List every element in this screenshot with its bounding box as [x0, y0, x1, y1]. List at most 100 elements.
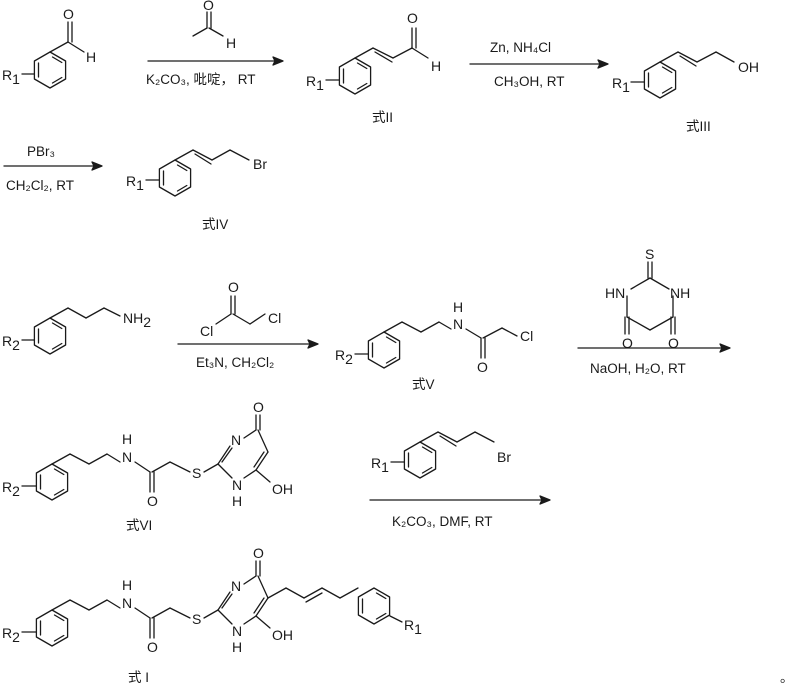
atom-label: 1 — [414, 621, 422, 637]
atom-label: NH — [123, 310, 143, 326]
label-formula-II: 式II — [372, 110, 393, 125]
cinnamyl-bromide-reagent: Br R1 — [371, 431, 511, 479]
svg-text:R1: R1 — [404, 617, 422, 637]
atom-label: N — [122, 595, 132, 611]
atom-label: N — [122, 449, 132, 465]
chloroacetyl-chloride-structure: O Cl Cl — [200, 279, 281, 339]
svg-text:R2: R2 — [2, 479, 20, 499]
atom-label: H — [86, 49, 96, 65]
phenethylamine-structure: NH2 R2 — [2, 307, 151, 355]
cinnamyl-alcohol-structure: OH R1 — [612, 51, 759, 99]
svg-text:R2: R2 — [2, 333, 20, 353]
atom-label: H — [232, 639, 242, 655]
atom-label: OH — [272, 481, 293, 497]
reagent-step-6-below: K₂CO₃, DMF, RT — [392, 514, 493, 529]
label-formula-III: 式III — [686, 119, 711, 134]
atom-label: R — [306, 73, 316, 89]
svg-text:R1: R1 — [371, 455, 389, 475]
arrow-step-3 — [3, 161, 103, 171]
final-product-structure: N H O S N O OH N H R1 R2 — [2, 545, 422, 655]
atom-label: 2 — [345, 351, 353, 367]
atom-label: R — [2, 67, 12, 83]
arrow-step-6 — [369, 495, 551, 505]
atom-label: 2 — [12, 337, 20, 353]
atom-label: R — [404, 617, 414, 633]
atom-label: S — [192, 611, 201, 627]
acetaldehyde-structure: O H — [192, 0, 236, 51]
reagent-step-4-below: Et₃N, CH₂Cl₂ — [196, 355, 274, 370]
atom-label: Br — [253, 156, 267, 172]
atom-label: Br — [497, 449, 511, 465]
atom-label: Cl — [200, 323, 213, 339]
atom-label: 1 — [381, 459, 389, 475]
atom-label: OH — [738, 59, 759, 75]
benzaldehyde-structure: O H R1 — [2, 6, 96, 89]
label-formula-I: 式 I — [128, 670, 149, 685]
atom-label: R — [2, 625, 12, 641]
label-formula-V: 式V — [412, 377, 435, 392]
atom-label: H — [453, 299, 463, 315]
atom-label: O — [63, 6, 74, 22]
atom-label: 1 — [12, 71, 20, 87]
atom-label: O — [147, 639, 158, 655]
atom-label: 2 — [12, 629, 20, 645]
atom-label: N — [231, 578, 241, 594]
reagent-step-2-above: Zn, NH₄Cl — [490, 40, 551, 55]
atom-label: R — [612, 75, 622, 91]
svg-text:R1: R1 — [306, 73, 324, 93]
atom-label: N — [453, 316, 463, 332]
atom-label: 2 — [12, 483, 20, 499]
atom-label: H — [122, 431, 132, 447]
atom-label: O — [253, 545, 264, 561]
cinnamaldehyde-structure: O H R1 — [306, 10, 441, 95]
atom-label: N — [231, 432, 241, 448]
atom-label: O — [477, 359, 488, 375]
atom-label: O — [147, 493, 158, 509]
svg-text:R1: R1 — [612, 75, 630, 95]
atom-label: N — [232, 623, 242, 639]
label-formula-IV: 式IV — [202, 217, 228, 232]
atom-label: 1 — [316, 77, 324, 93]
atom-label: O — [407, 10, 418, 26]
atom-label: O — [668, 335, 679, 351]
atom-label: Cl — [268, 310, 281, 326]
arrow-step-5 — [577, 343, 731, 353]
atom-label: O — [228, 279, 239, 295]
atom-label: S — [645, 246, 654, 262]
atom-label: NH — [670, 285, 690, 301]
atom-label: OH — [272, 627, 293, 643]
atom-label: S — [192, 465, 201, 481]
reagent-step-5-below: NaOH, H₂O, RT — [590, 361, 686, 376]
svg-text:R1: R1 — [126, 173, 144, 193]
atom-label: O — [203, 0, 214, 13]
atom-label: 2 — [143, 314, 151, 330]
end-punctuation: 。 — [780, 670, 794, 685]
svg-text:NH2: NH2 — [123, 310, 151, 330]
reagent-step-3-above: PBr₃ — [27, 144, 55, 159]
atom-label: 1 — [622, 79, 630, 95]
svg-text:R2: R2 — [335, 347, 353, 367]
atom-label: Cl — [520, 328, 533, 344]
atom-label: H — [226, 35, 236, 51]
reagent-step-3-below: CH₂Cl₂, RT — [6, 178, 74, 193]
thiopyrimidine-amide-structure: N H O S N O OH N H R2 — [2, 399, 293, 509]
reagent-step-2-below: CH₃OH, RT — [494, 74, 565, 89]
label-formula-VI: 式VI — [126, 518, 152, 533]
chloroacetamide-structure: N H O Cl R2 — [335, 299, 533, 375]
atom-label: R — [2, 479, 12, 495]
atom-label: HN — [605, 285, 625, 301]
atom-label: O — [622, 335, 633, 351]
atom-label: R — [126, 173, 136, 189]
atom-label: N — [232, 477, 242, 493]
atom-label: 1 — [136, 177, 144, 193]
atom-label: H — [431, 58, 441, 74]
atom-label: H — [232, 493, 242, 509]
arrow-step-1 — [147, 56, 284, 66]
svg-text:R2: R2 — [2, 625, 20, 645]
thiobarbituric-acid-structure: S HN NH O O — [605, 246, 690, 351]
atom-label: R — [2, 333, 12, 349]
atom-label: R — [335, 347, 345, 363]
cinnamyl-bromide-structure: Br R1 — [126, 149, 267, 197]
arrow-step-4 — [177, 339, 319, 349]
